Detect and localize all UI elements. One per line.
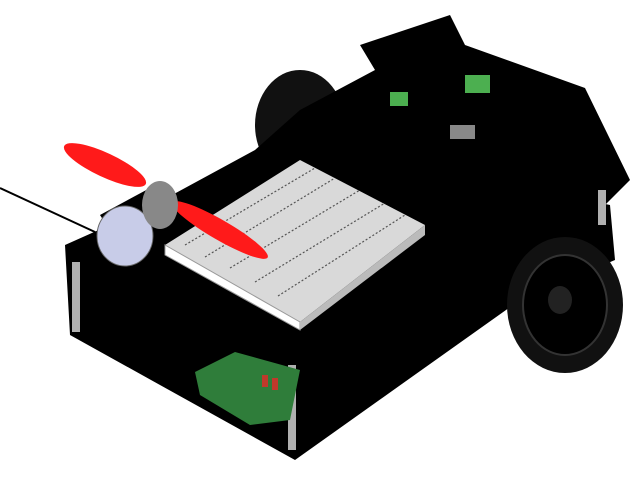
standoff <box>598 190 606 225</box>
right-wheel <box>507 237 623 373</box>
circuit-board <box>195 352 300 425</box>
propeller <box>63 143 268 259</box>
capacitor <box>272 378 278 390</box>
connector <box>450 125 475 139</box>
capacitor <box>262 375 268 387</box>
antenna-wire <box>0 187 96 233</box>
breadboard <box>164 160 425 331</box>
connector <box>390 92 408 106</box>
standoff <box>72 262 80 332</box>
motor <box>96 181 178 267</box>
connector <box>465 75 490 93</box>
